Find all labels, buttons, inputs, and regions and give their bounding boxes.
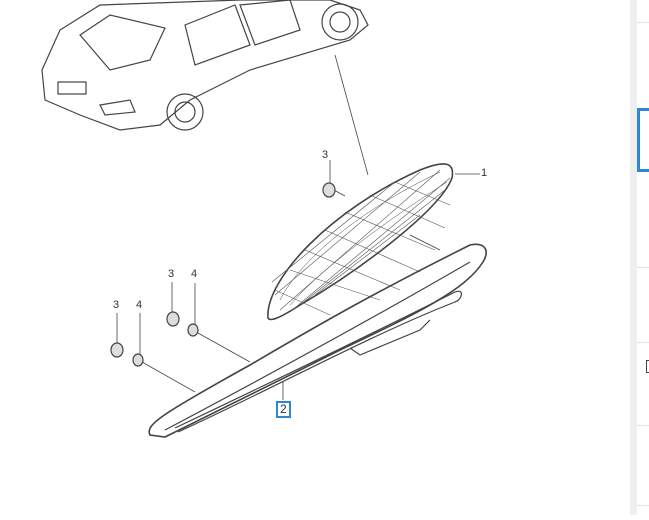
callout-4[interactable]: 4	[191, 268, 198, 280]
callout-4[interactable]: 4	[136, 299, 143, 311]
selected-list-row[interactable]	[637, 108, 649, 172]
callout-1[interactable]: 1	[481, 167, 488, 179]
trim-strip-part	[148, 243, 487, 438]
callout-3[interactable]: 3	[113, 299, 120, 311]
fasteners	[110, 182, 336, 367]
list-divider	[637, 425, 649, 426]
list-divider	[637, 505, 649, 506]
car-illustration	[41, 0, 369, 131]
grille-part	[267, 163, 454, 321]
callout-3[interactable]: 3	[168, 268, 175, 280]
parts-illustration	[41, 0, 487, 438]
list-divider	[637, 342, 649, 343]
parts-list-panel	[637, 0, 649, 515]
parts-diagram: 1 2 3 3 4 3 4	[41, 0, 488, 438]
leader-lines	[116, 54, 480, 400]
scrollbar[interactable]	[630, 0, 637, 515]
row-checkbox[interactable]	[646, 360, 649, 373]
list-divider	[637, 267, 649, 268]
callout-2-selected[interactable]: 2	[276, 401, 291, 418]
list-divider	[637, 22, 649, 23]
callout-3[interactable]: 3	[322, 149, 329, 161]
